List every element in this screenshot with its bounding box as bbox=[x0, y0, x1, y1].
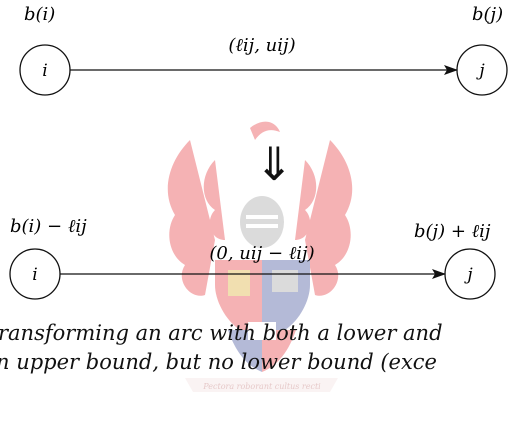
top-node-i-label: i bbox=[42, 61, 47, 81]
bottom-supply-i-label: b(i) − ℓij bbox=[10, 216, 87, 237]
bottom-arc-label: (0, uij − ℓij) bbox=[209, 243, 314, 264]
top-network: b(i) b(j) i j (ℓij, uij) bbox=[20, 4, 507, 95]
crest-motto: Pectora roborant cultus recti bbox=[202, 382, 321, 391]
bottom-node-j-label: j bbox=[463, 265, 473, 285]
top-supply-j-label: b(j) bbox=[472, 4, 503, 25]
top-node-j-label: j bbox=[475, 61, 485, 81]
transform-arrow: ⇓ bbox=[255, 137, 294, 191]
bottom-supply-j-label: b(j) + ℓij bbox=[414, 221, 491, 242]
caption-line-1: ransforming an arc with both a lower and bbox=[0, 321, 443, 345]
bottom-node-i-label: i bbox=[32, 265, 37, 285]
top-supply-i-label: b(i) bbox=[24, 4, 55, 25]
top-arc-label: (ℓij, uij) bbox=[228, 35, 295, 56]
caption-line-2: n upper bound, but no lower bound (exce bbox=[0, 350, 437, 374]
